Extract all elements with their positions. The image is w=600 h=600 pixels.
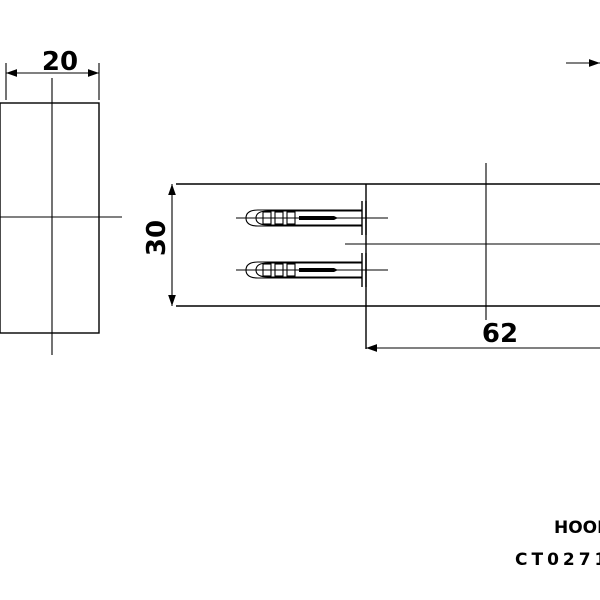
side-view: 20 [0, 47, 122, 355]
anchor-rib [286, 211, 296, 225]
product-name: HOOK [554, 518, 600, 538]
anchor-rib [274, 211, 284, 225]
product-code: CT0271 [515, 550, 600, 570]
width-dimension-label: 20 [42, 47, 78, 77]
wall-plug-upper [236, 201, 388, 235]
wall-plug-lower [236, 253, 388, 287]
anchor-screw [299, 216, 338, 220]
anchor-screw [299, 268, 338, 272]
length-dimension-label: 62 [482, 319, 518, 349]
front-view: 30 62 [142, 59, 600, 352]
anchor-rib [286, 263, 296, 277]
anchor-rib [262, 263, 272, 277]
anchor-rib [274, 263, 284, 277]
anchor-rib [262, 211, 272, 225]
height-dimension-label: 30 [142, 220, 172, 256]
side-view-outline [0, 102, 100, 334]
title-block: HOOK CT0271 [515, 518, 600, 570]
